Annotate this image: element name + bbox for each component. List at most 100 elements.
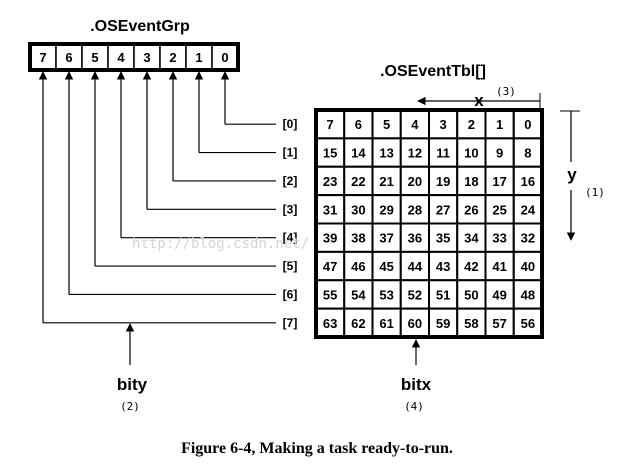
grp-bit-label: 6 [65,50,72,65]
tbl-cell-value: 43 [436,259,450,274]
tbl-cell [484,194,515,225]
tbl-cell-value: 3 [440,117,447,132]
grp-bit-label: 2 [169,50,176,65]
bity-note: (2) [120,400,140,413]
osevent-grp-title: .OSEventGrp [90,18,190,35]
grp-bit-label: 3 [143,50,150,65]
bitx-note: (4) [404,400,424,413]
grp-bit-label: 5 [91,50,98,65]
tbl-cell-value: 55 [323,287,337,302]
tbl-cell [512,137,543,168]
tbl-cell-value: 34 [464,231,479,246]
tbl-cell-value: 21 [379,174,393,189]
tbl-cell-value: 37 [379,231,393,246]
tbl-cell-value: 58 [464,316,478,331]
tbl-cell-value: 13 [379,146,393,161]
table-row-labels: [0][1][2][3][4][5][6][7] [283,117,298,330]
tbl-cell [315,250,346,282]
tbl-cell-value: 27 [436,202,450,217]
tbl-cell-value: 33 [492,231,506,246]
tbl-cell-value: 41 [492,259,506,274]
tbl-cell-value: 20 [408,174,422,189]
tbl-cell-value: 10 [464,146,478,161]
tbl-cell-value: 4 [411,117,419,132]
bity-label: bity [117,375,148,394]
row-index-label: [5] [283,259,298,273]
tbl-cell-value: 18 [464,174,478,189]
tbl-cell-value: 31 [323,202,337,217]
tbl-cell-value: 51 [436,287,450,302]
tbl-cell [399,137,430,168]
tbl-cell-value: 12 [408,146,422,161]
tbl-cell [343,250,374,282]
tbl-cell-value: 40 [521,259,535,274]
tbl-cell-value: 36 [408,231,422,246]
grp-bit-label: 0 [221,50,228,65]
tbl-cell-value: 25 [492,202,506,217]
x-axis-label: x [474,91,484,110]
grp-bit-cell [211,43,239,71]
x-axis-note: (3) [496,85,516,98]
tbl-cell-value: 49 [492,287,506,302]
tbl-cell-value: 48 [521,287,535,302]
row-index-label: [6] [283,287,298,301]
row-index-label: [3] [283,202,298,216]
tbl-cell-value: 57 [492,316,506,331]
tbl-cell-value: 50 [464,287,478,302]
tbl-cell-value: 16 [521,174,535,189]
tbl-cell-value: 14 [351,146,366,161]
grp-bit-label: 7 [39,50,46,65]
tbl-cell-value: 5 [383,117,390,132]
tbl-cell-value: 60 [408,316,422,331]
tbl-cell-value: 32 [521,231,535,246]
tbl-cell-value: 42 [464,259,478,274]
tbl-cell-value: 15 [323,146,337,161]
tbl-cell-value: 0 [524,117,531,132]
tbl-cell-value: 59 [436,316,450,331]
tbl-cell [399,279,430,310]
tbl-cell-value: 17 [492,174,506,189]
bitx-label: bitx [401,375,432,394]
tbl-cell-value: 24 [521,202,536,217]
figure-caption: Figure 6-4, Making a task ready-to-run. [181,440,453,457]
y-axis-note: (1) [585,186,605,199]
tbl-cell-value: 7 [327,117,334,132]
tbl-cell-value: 1 [496,117,503,132]
grp-bit-label: 4 [117,50,125,65]
tbl-cell-value: 9 [496,146,503,161]
tbl-cell-value: 28 [408,202,422,217]
tbl-cell-value: 2 [468,117,475,132]
tbl-cell [371,279,402,310]
tbl-cell-value: 61 [379,316,393,331]
tbl-cell [428,194,459,225]
tbl-cell-value: 44 [408,259,423,274]
tbl-cell [343,109,374,140]
tbl-cell [484,222,515,253]
bit-to-row-connectors [38,71,276,324]
tbl-cell-value: 11 [436,146,450,161]
watermark-text: http://blog.csdn.net/ [132,236,309,252]
tbl-cell-value: 47 [323,259,337,274]
tbl-cell-value: 45 [379,259,393,274]
tbl-cell-value: 30 [351,202,365,217]
tbl-cell-value: 8 [524,146,531,161]
row-index-label: [0] [283,117,298,131]
tbl-cell-value: 52 [408,287,422,302]
tbl-cell-value: 38 [351,231,365,246]
tbl-cell-value: 35 [436,231,450,246]
tbl-cell [371,194,402,225]
tbl-cell-value: 29 [379,202,393,217]
tbl-cell-value: 22 [351,174,365,189]
tbl-cell-value: 56 [521,316,535,331]
tbl-cell [371,165,402,197]
row-index-label: [2] [283,174,298,188]
row-index-label: [7] [283,316,298,330]
tbl-cell-value: 39 [323,231,337,246]
tbl-cell-value: 63 [323,316,337,331]
tbl-cell-value: 54 [351,287,366,302]
tbl-cell-value: 26 [464,202,478,217]
